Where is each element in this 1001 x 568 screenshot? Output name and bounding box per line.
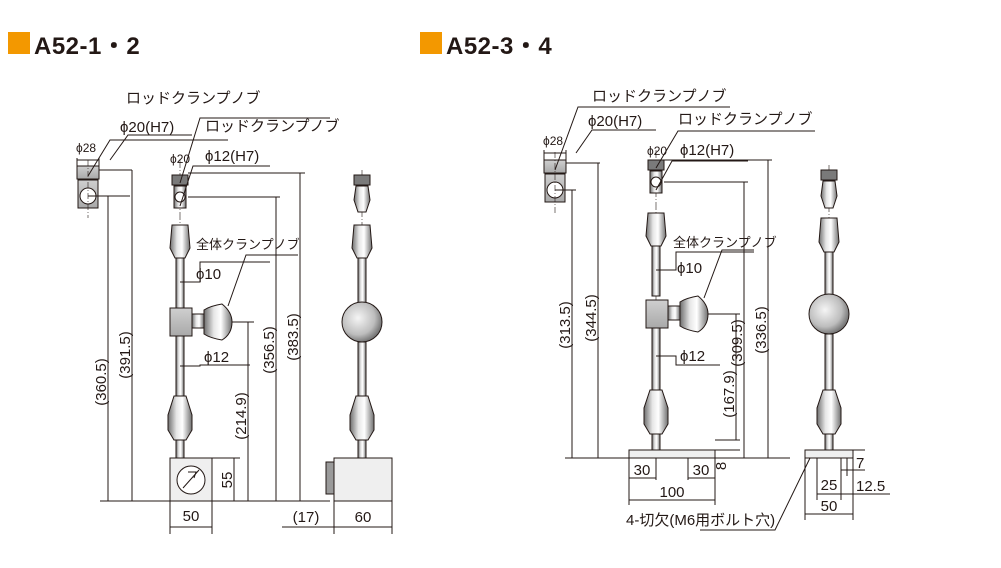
left-phi28-label: ϕ28 (76, 141, 96, 155)
left-heading: A52-1・2 (8, 26, 140, 60)
left-dim-383-5: (383.5) (285, 313, 302, 361)
left-rod-knob-label-1: ロッドクランプノブ (126, 89, 261, 107)
right-phi20-h7-label: ϕ20(H7) (588, 113, 642, 130)
right-title: A52-3・4 (446, 32, 553, 60)
right-stand-side (804, 165, 854, 459)
right-phi10-label: ϕ10 (677, 260, 702, 277)
left-dim-356-5: (356.5) (261, 326, 278, 374)
left-dim-50: 50 (183, 508, 200, 525)
right-dim-8: 8 (713, 462, 730, 470)
right-heading: A52-3・4 (420, 26, 552, 60)
right-rod-knob-label-2: ロッドクランプノブ (678, 110, 813, 128)
right-stand-main (628, 150, 716, 459)
right-dim-167-9: (167.9) (721, 370, 738, 418)
right-dim-50: 50 (821, 498, 838, 515)
right-dim-309-5: (309.5) (729, 319, 746, 367)
right-rod-clamp-small (543, 152, 567, 214)
right-phi12-h7-label: ϕ12(H7) (680, 142, 734, 159)
right-drawing (543, 106, 890, 531)
right-dim-7: 7 (856, 455, 864, 472)
left-dim-55: 55 (219, 472, 236, 489)
left-rod-clamp-small (76, 160, 100, 218)
right-dim-30b: 30 (693, 462, 710, 479)
right-dim-25: 25 (821, 477, 838, 494)
right-dim-313-5: (313.5) (557, 301, 574, 349)
right-labels: ロッドクランプノブ ロッドクランプノブ ϕ20(H7) ϕ12(H7) ϕ28 … (543, 87, 885, 529)
left-dim-60: 60 (355, 509, 372, 526)
left-stand-main (167, 160, 233, 502)
orange-square-icon (8, 32, 30, 54)
left-dim-17: (17) (293, 509, 320, 526)
left-phi20-h7-label: ϕ20(H7) (120, 119, 174, 136)
right-dim-30a: 30 (634, 462, 651, 479)
right-phi12-label: ϕ12 (680, 348, 705, 365)
right-all-knob-label: 全体クランプノブ (673, 235, 777, 250)
left-dim-214-9: (214.9) (233, 392, 250, 440)
right-dim-12-5: 12.5 (856, 478, 885, 495)
left-drawing (76, 117, 393, 534)
left-dim-360-5: (360.5) (93, 358, 110, 406)
left-labels: ロッドクランプノブ ロッドクランプノブ ϕ20(H7) ϕ12(H7) ϕ28 … (76, 89, 371, 526)
right-dim-336-5: (336.5) (753, 306, 770, 354)
left-all-knob-label: 全体クランプノブ (196, 237, 300, 252)
left-phi12-h7-label: ϕ12(H7) (205, 148, 259, 165)
right-notch-label: 4-切欠(M6用ボルト穴) (626, 512, 775, 529)
right-rod-knob-label-1: ロッドクランプノブ (592, 87, 727, 105)
left-rod-knob-label-2: ロッドクランプノブ (205, 117, 340, 135)
right-dim-344-5: (344.5) (583, 294, 600, 342)
left-phi12-label: ϕ12 (204, 349, 229, 366)
right-phi20-label: ϕ20 (647, 144, 667, 158)
right-dim-100: 100 (659, 484, 684, 501)
right-phi28-label: ϕ28 (543, 134, 563, 148)
left-phi10-label: ϕ10 (196, 266, 221, 283)
left-title: A52-1・2 (34, 32, 141, 60)
orange-square-icon (420, 32, 442, 54)
left-dim-391-5: (391.5) (117, 331, 134, 379)
left-stand-side (325, 170, 393, 502)
left-phi20-label: ϕ20 (170, 152, 190, 166)
